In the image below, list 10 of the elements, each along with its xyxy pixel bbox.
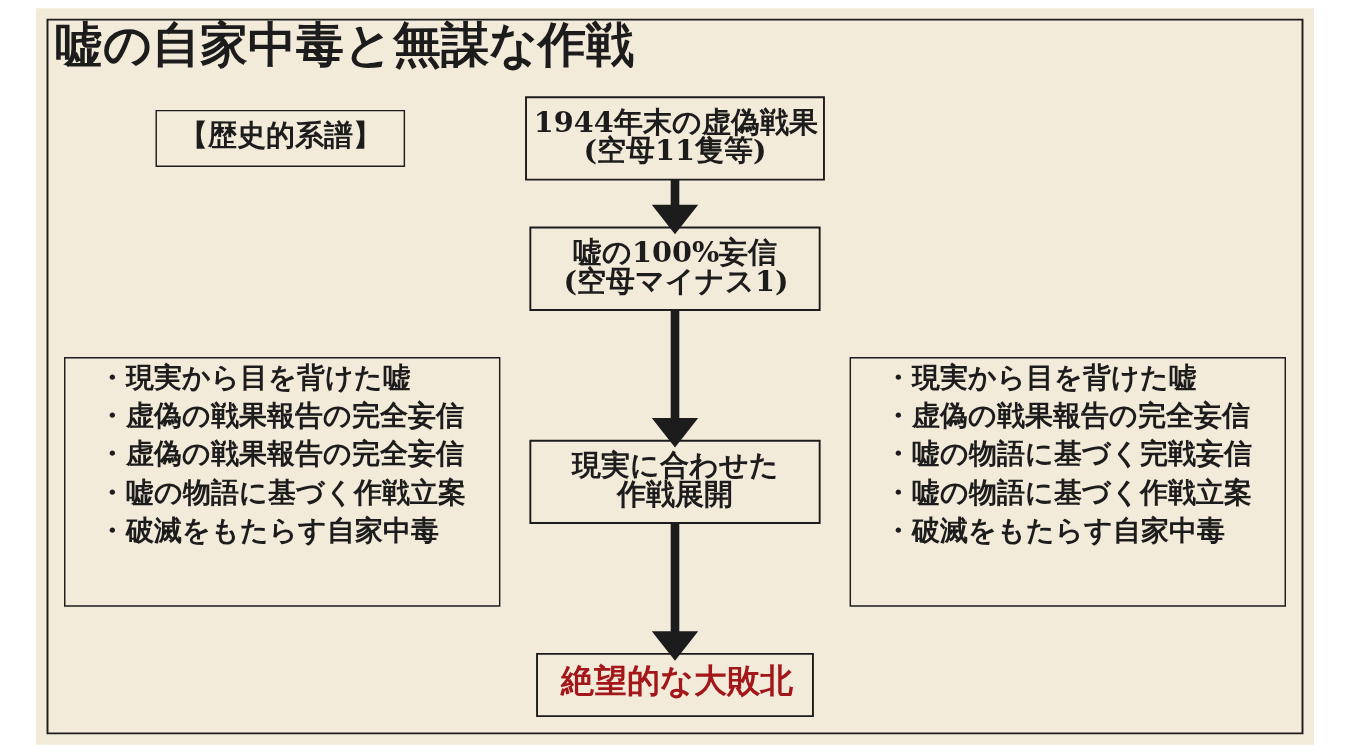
arrow [651,523,699,661]
node-box: 【歴史的系譜】 [155,109,406,167]
arrow [651,310,699,448]
node-box: 1944年末の虚偽戦果 (空母11隻等) [525,96,825,181]
node-box: 嘘の100%妄信 (空母マイナス1) [529,226,821,311]
node-box: ・現実から目を背けた嘘 ・虚偽の戦果報告の完全妄信 ・嘘の物語に基づく完戦妄信 ・嘘の物語に基づく作戦立案 ・破滅をもたらす自家中毒 [849,357,1286,607]
node-box: 現実に合わせた作戦展開 [529,439,821,525]
arrow [651,179,699,235]
node-box: 絶望的な大敗北 [536,652,814,718]
node-box: ・現実から目を背けた嘘 ・虚偽の戦果報告の完全妄信 ・虚偽の戦果報告の完全妄信 ・嘘の物語に基づく作戦立案 ・破滅をもたらす自家中毒 [64,357,501,607]
